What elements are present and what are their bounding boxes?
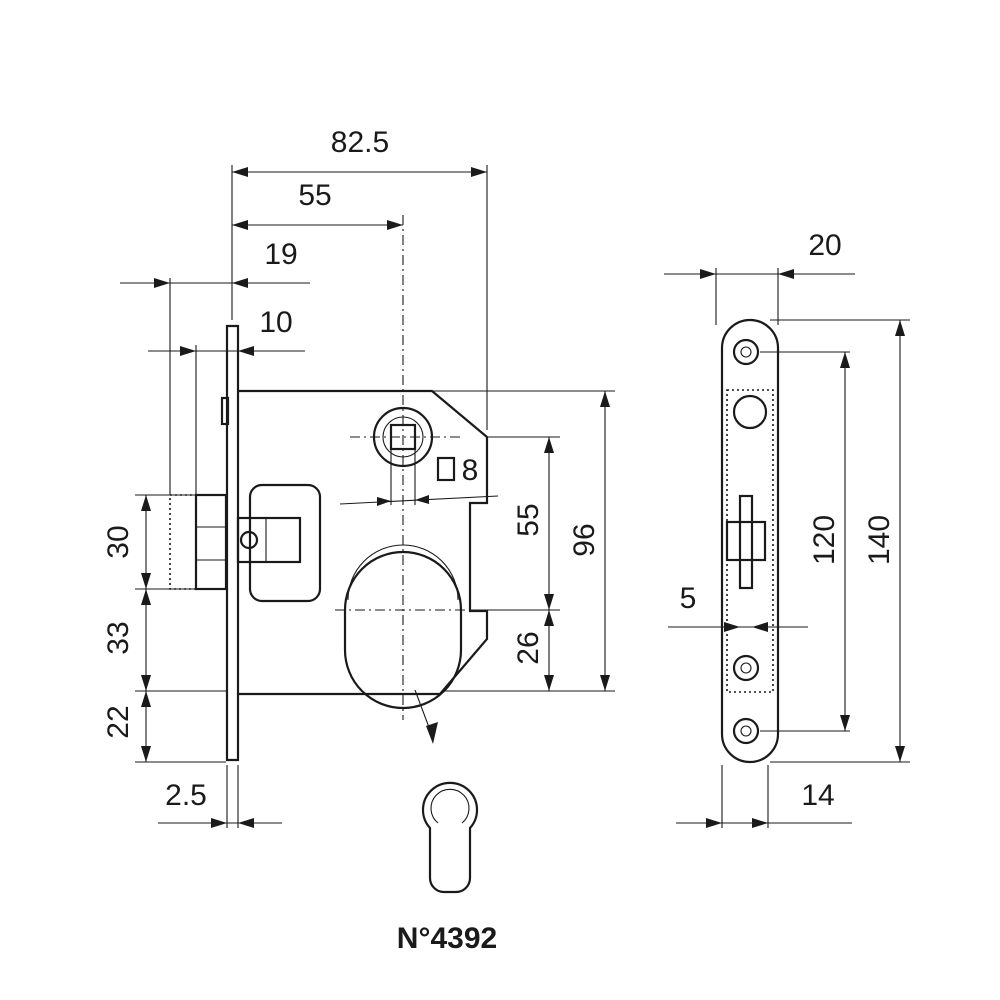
latch-head-side — [725, 520, 767, 562]
dim-8-label: 8 — [462, 454, 479, 487]
keyhole-profile — [421, 781, 479, 894]
lock-case — [238, 389, 489, 696]
dimensions-side — [664, 268, 910, 828]
dim-5-label: 5 — [680, 582, 697, 615]
dim-22-label: 22 — [102, 705, 135, 738]
dim-14-label: 14 — [801, 779, 834, 812]
latch-bolt — [194, 493, 228, 591]
dim-19-label: 19 — [264, 238, 297, 271]
model-number: N°4392 — [397, 922, 497, 955]
faceplate-tab — [220, 396, 230, 426]
screw-bottom — [732, 717, 760, 745]
dim-10-label: 10 — [259, 306, 292, 339]
dim-140-label: 140 — [863, 515, 896, 565]
dim-33-label: 33 — [102, 621, 135, 654]
latch-pin — [239, 530, 259, 550]
latch-tail — [236, 516, 302, 564]
screw-top — [732, 338, 760, 366]
dim-55-backset-label: 55 — [298, 179, 331, 212]
dim-2-5-label: 2.5 — [165, 779, 207, 812]
latch-mechanism — [248, 483, 322, 603]
dim-26-label: 26 — [512, 631, 545, 664]
lock-body-front-view — [169, 215, 489, 762]
faceplate-side-view — [720, 318, 780, 764]
dim-120-label: 120 — [808, 515, 841, 565]
latch-bolt-extended — [169, 494, 197, 590]
dim-20-label: 20 — [808, 229, 841, 262]
cylinder-hole — [343, 550, 463, 710]
spindle-hole — [732, 394, 768, 430]
dimensions-front — [120, 165, 615, 828]
square-symbol — [436, 456, 456, 482]
screw-middle — [732, 654, 760, 682]
dim-55-vertical-label: 55 — [512, 503, 545, 536]
latch-side — [738, 494, 754, 590]
dim-96-label: 96 — [568, 523, 601, 556]
dim-82-5-label: 82.5 — [331, 126, 389, 159]
faceplate — [225, 324, 240, 762]
dim-30-label: 30 — [102, 525, 135, 558]
faceplate-outline — [720, 318, 780, 764]
